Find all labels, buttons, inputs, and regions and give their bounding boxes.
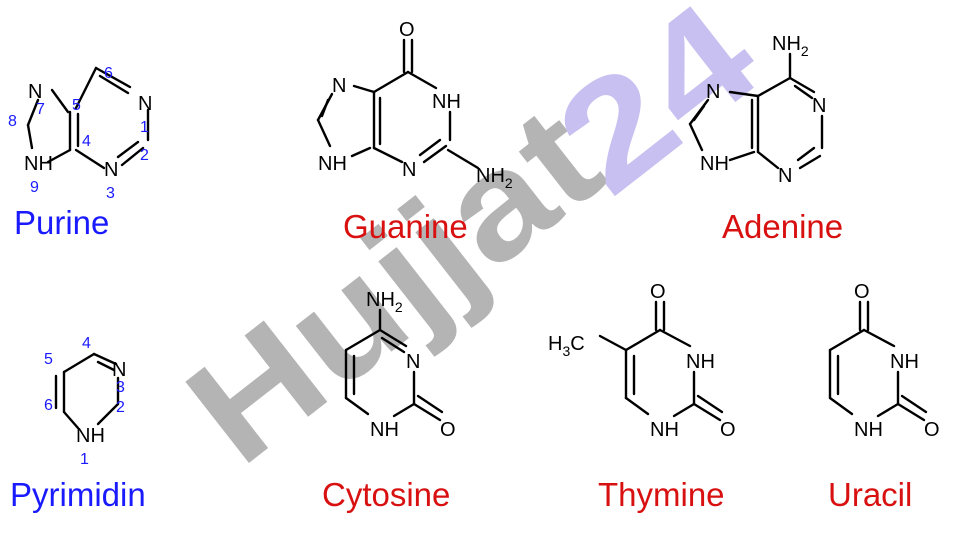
- pyrimidine-structure: N NH 1 2 3 4 5 6 Pyrimidin: [10, 335, 146, 513]
- cytosine-atoms: NH2 N NH O: [366, 289, 456, 441]
- purine-number-2: 2: [140, 147, 149, 164]
- thymine-name-label: Thymine: [598, 476, 725, 513]
- pyrimidine-number-5: 5: [44, 351, 53, 368]
- pyrimidine-bonds: [54, 352, 120, 430]
- pyrimidine-atoms: N NH: [76, 359, 126, 447]
- pyrimidine-atom-numbers: 1 2 3 4 5 6: [44, 335, 125, 468]
- uracil-nh1-atom: NH: [854, 419, 883, 441]
- thymine-o4-atom: O: [650, 281, 666, 303]
- pyrimidine-name-label: Pyrimidin: [10, 476, 146, 513]
- purine-nh9-atom: NH: [24, 153, 53, 175]
- guanine-name-label: Guanine: [343, 208, 468, 245]
- adenine-n7-atom: N: [706, 81, 720, 103]
- cytosine-n3-atom: N: [406, 351, 420, 373]
- guanine-n3-atom: N: [402, 159, 416, 181]
- uracil-o4-atom: O: [854, 281, 870, 303]
- purine-n7-atom: N: [28, 81, 42, 103]
- thymine-atoms: O H3C NH NH O: [548, 281, 736, 441]
- adenine-structure: NH2 N N N NH Adenine: [688, 33, 843, 245]
- cytosine-structure: NH2 N NH O Cytosine: [322, 289, 456, 513]
- cytosine-bonds: [344, 308, 444, 422]
- guanine-atoms: O NH N N NH NH2: [318, 19, 513, 191]
- adenine-nh9-atom: NH: [700, 153, 729, 175]
- purine-bonds: [26, 66, 150, 170]
- purine-n3-atom: N: [104, 159, 118, 181]
- purine-number-8: 8: [8, 113, 17, 130]
- adenine-name-label: Adenine: [722, 208, 843, 245]
- pyrimidine-nh1-atom: NH: [76, 425, 105, 447]
- uracil-bonds: [828, 300, 928, 422]
- purine-number-7: 7: [36, 101, 45, 118]
- adenine-bonds: [688, 52, 824, 170]
- guanine-nh1-atom: NH: [432, 91, 461, 113]
- cytosine-o-atom: O: [440, 419, 456, 441]
- adenine-n3-atom: N: [778, 165, 792, 187]
- uracil-nh3-atom: NH: [890, 351, 919, 373]
- uracil-o2-atom: O: [924, 419, 940, 441]
- purine-number-6: 6: [104, 65, 113, 82]
- cytosine-nh1-atom: NH: [370, 419, 399, 441]
- adenine-n1-atom: N: [812, 95, 826, 117]
- adenine-atoms: NH2 N N N NH: [700, 33, 826, 187]
- cytosine-name-label: Cytosine: [322, 476, 450, 513]
- purine-name-label: Purine: [14, 204, 109, 241]
- purine-number-1: 1: [140, 119, 149, 136]
- purine-atoms: N N N NH: [24, 81, 152, 181]
- thymine-nh1-atom: NH: [650, 419, 679, 441]
- cytosine-nh2-group: NH2: [366, 289, 403, 315]
- purine-number-9: 9: [30, 179, 39, 196]
- watermark: Hujjat 24: [156, 0, 787, 495]
- pyrimidine-number-2: 2: [116, 399, 125, 416]
- purine-atom-numbers: 1 2 3 4 5 6 7 8 9: [8, 65, 149, 202]
- pyrimidine-number-4: 4: [82, 335, 91, 352]
- guanine-n7-atom: N: [332, 75, 346, 97]
- pyrimidine-n3-atom: N: [112, 359, 126, 381]
- purine-number-3: 3: [106, 185, 115, 202]
- guanine-bonds: [316, 38, 480, 170]
- guanine-structure: O NH N N NH NH2 Guanine: [316, 19, 513, 245]
- pyrimidine-number-1: 1: [80, 451, 89, 468]
- guanine-nh9-atom: NH: [318, 153, 347, 175]
- thymine-o2-atom: O: [720, 419, 736, 441]
- thymine-bonds: [598, 300, 724, 422]
- guanine-nh2-group: NH2: [476, 165, 513, 191]
- thymine-methyl-group: H3C: [548, 333, 585, 359]
- guanine-o-atom: O: [399, 19, 415, 41]
- pyrimidine-number-6: 6: [44, 397, 53, 414]
- uracil-name-label: Uracil: [828, 476, 912, 513]
- uracil-atoms: O NH NH O: [854, 281, 940, 441]
- thymine-structure: O H3C NH NH O Thymine: [548, 281, 736, 513]
- uracil-structure: O NH NH O Uracil: [828, 281, 940, 513]
- purine-number-5: 5: [72, 97, 81, 114]
- purine-structure: N N N NH 1 2 3 4 5 6 7 8 9 Purine: [8, 65, 152, 241]
- pyrimidine-number-3: 3: [116, 379, 125, 396]
- thymine-nh3-atom: NH: [686, 351, 715, 373]
- purine-number-4: 4: [82, 133, 91, 150]
- purine-n1-atom: N: [138, 93, 152, 115]
- adenine-nh2-group: NH2: [772, 33, 809, 59]
